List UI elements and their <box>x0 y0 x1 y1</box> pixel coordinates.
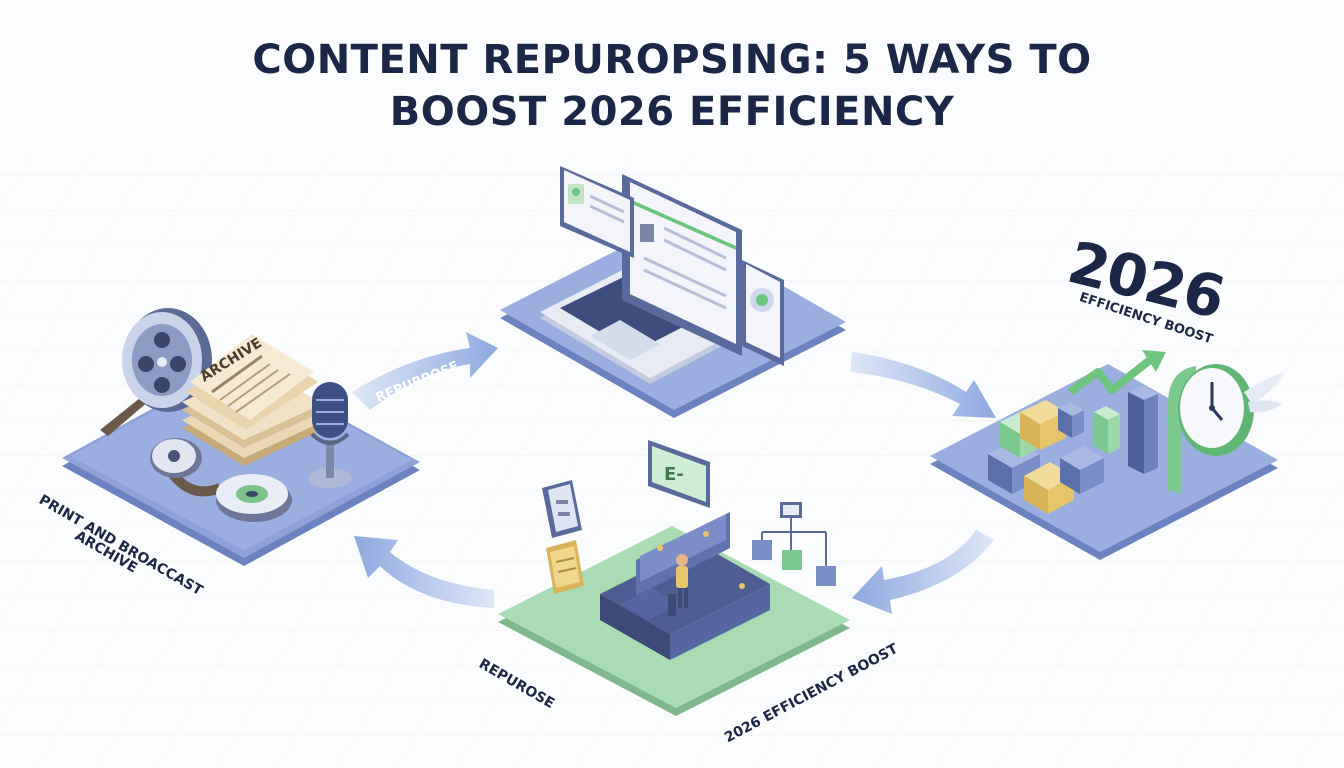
document-card-icon <box>542 480 582 538</box>
arrow-stage-to-archive <box>354 536 494 608</box>
small-reel-icon <box>150 438 222 497</box>
arrow-archive-to-laptop <box>352 332 498 410</box>
bar-chart-icon <box>1058 386 1158 474</box>
clock-icon <box>1178 364 1284 456</box>
lightbulb-icon <box>742 260 784 366</box>
page-title: CONTENT REPUROPSING: 5 WAYS TO BOOST 202… <box>0 34 1344 138</box>
arrow-laptop-to-efficiency <box>850 352 996 418</box>
microphone-icon <box>308 382 352 488</box>
screen-letter: E- <box>664 464 684 485</box>
film-reel-icon <box>100 308 212 436</box>
title-line-2: BOOST 2026 EFFICIENCY <box>389 89 955 135</box>
flowchart-icon <box>752 502 836 586</box>
newspaper-stack-icon <box>182 334 322 466</box>
screen-card-icon <box>648 440 710 508</box>
tape-icon <box>216 474 292 522</box>
title-line-1: CONTENT REPUROPSING: 5 WAYS TO <box>252 37 1092 83</box>
presenter-icon <box>600 512 770 660</box>
profile-card-icon <box>560 166 634 258</box>
cube-stack-icon <box>988 400 1104 514</box>
note-card-icon <box>546 540 584 594</box>
laptop-icon <box>540 174 760 384</box>
arrow-efficiency-to-stage <box>852 530 994 614</box>
